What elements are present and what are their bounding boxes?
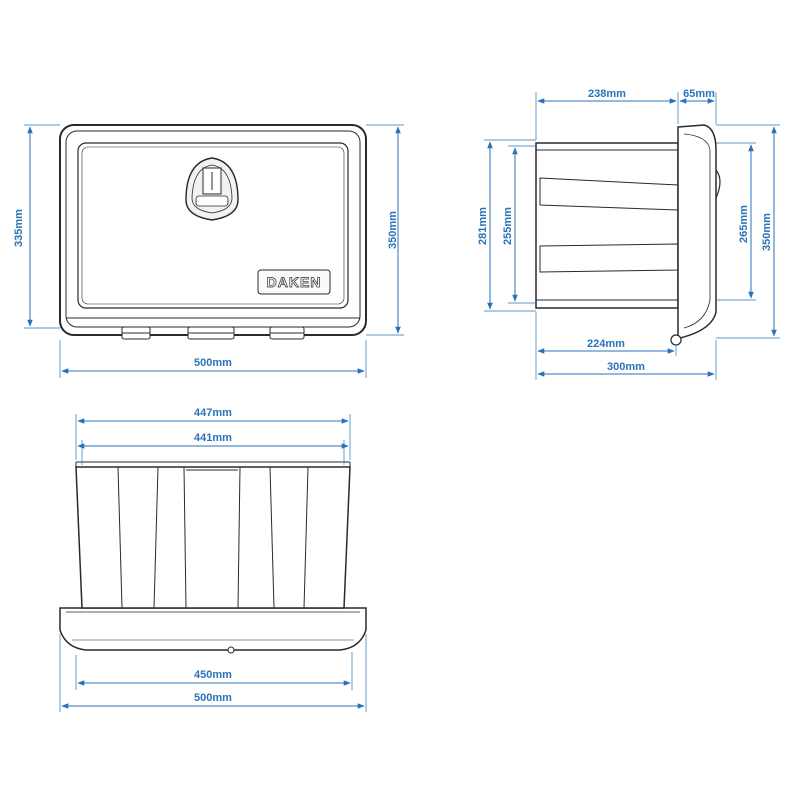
top-view: 447mm 441mm 450mm 500mm bbox=[59, 407, 367, 712]
top-width-back-inner-label: 441mm bbox=[194, 432, 232, 444]
lock-icon bbox=[185, 157, 239, 221]
front-view: DAKEN 335mm 350mm 500mm bbox=[13, 124, 404, 378]
side-depth-total-label: 300mm bbox=[607, 361, 645, 373]
brand-plate: DAKEN bbox=[257, 269, 331, 295]
top-width-back-outer-label: 447mm bbox=[194, 407, 232, 419]
side-view: 238mm 65mm 281mm 255mm 265mm 350mm 224mm… bbox=[477, 88, 780, 380]
front-width-label: 500mm bbox=[194, 357, 232, 369]
side-depth-bottom-label: 224mm bbox=[587, 338, 625, 350]
brand-label: DAKEN bbox=[267, 274, 322, 290]
hinges bbox=[121, 326, 305, 340]
front-height-inner-label: 335mm bbox=[13, 209, 25, 247]
side-height-lid-inner-label: 265mm bbox=[738, 205, 750, 243]
side-depth-lid-label: 65mm bbox=[683, 88, 715, 100]
front-dimensions bbox=[24, 124, 404, 378]
side-dimensions bbox=[484, 92, 780, 380]
side-height-inner-label: 255mm bbox=[502, 207, 514, 245]
top-dimensions bbox=[59, 414, 367, 712]
side-height-outer-label: 350mm bbox=[761, 213, 773, 251]
front-height-outer-label: 350mm bbox=[387, 211, 399, 249]
side-height-back-label: 281mm bbox=[477, 207, 489, 245]
side-depth-body-label: 238mm bbox=[588, 88, 626, 100]
top-width-front-inner-label: 450mm bbox=[194, 669, 232, 681]
top-width-front-outer-label: 500mm bbox=[194, 692, 232, 704]
